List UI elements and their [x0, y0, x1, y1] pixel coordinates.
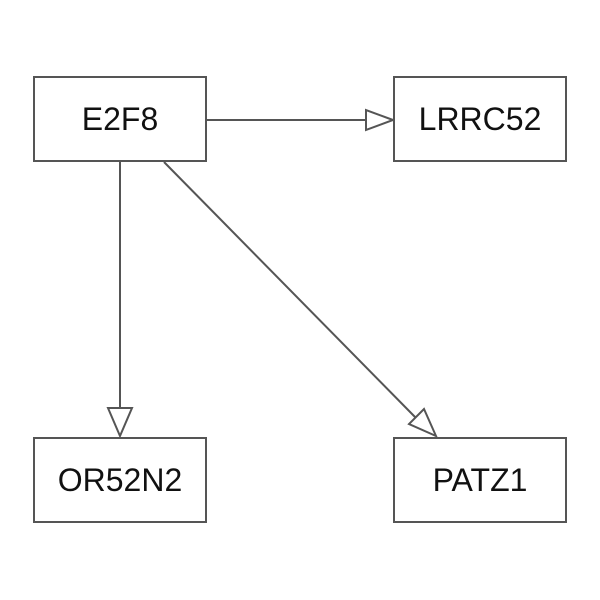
node-label: OR52N2	[57, 461, 183, 498]
edge-e2f8-patz1	[163, 161, 417, 419]
arrowhead-patz1	[407, 407, 438, 438]
node-or52n2: OR52N2	[33, 437, 207, 523]
node-label: E2F8	[81, 100, 159, 137]
node-e2f8: E2F8	[33, 76, 207, 162]
node-lrrc52: LRRC52	[393, 76, 567, 162]
arrowhead-lrrc52	[365, 108, 396, 132]
node-label: PATZ1	[432, 461, 528, 498]
arrowhead-or52n2	[106, 407, 134, 439]
node-label: LRRC52	[418, 100, 542, 137]
node-patz1: PATZ1	[393, 437, 567, 523]
